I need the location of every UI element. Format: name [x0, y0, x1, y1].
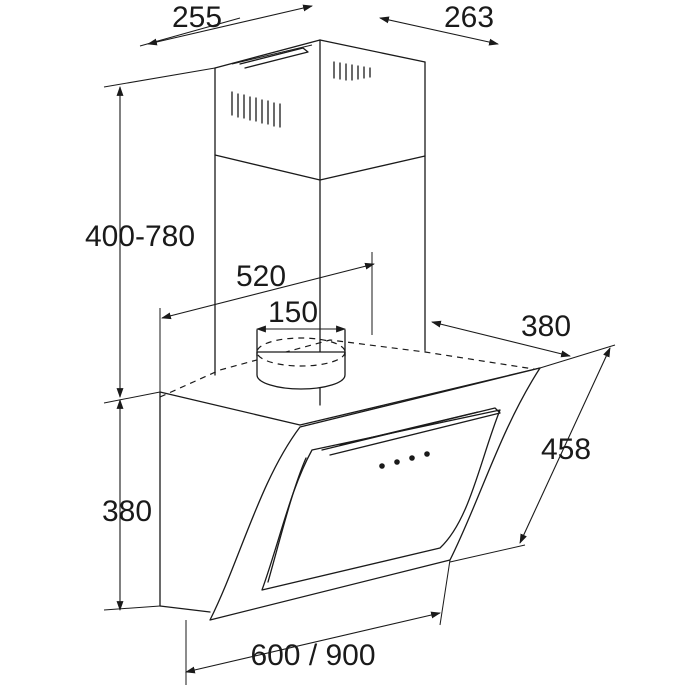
- dim-chimney-depth: 255: [172, 1, 222, 34]
- dim-hood-depth: 380: [521, 310, 571, 343]
- control-button-4: [424, 451, 430, 457]
- glass-panel: [209, 367, 541, 621]
- outlet-collar: [256, 329, 346, 390]
- control-button-1: [379, 463, 385, 469]
- dim-outlet-diameter: 150: [268, 296, 318, 329]
- dimension-lines: [103, 4, 616, 685]
- dim-chimney-height-range: 400-780: [85, 220, 195, 253]
- dim-hood-width: 600 / 900: [250, 639, 375, 672]
- dim-chimney-width: 263: [444, 1, 494, 34]
- control-buttons: [379, 451, 430, 469]
- control-button-3: [409, 455, 415, 461]
- hood-body: [159, 339, 541, 621]
- dim-hood-height: 380: [102, 495, 152, 528]
- vent-slots-back: [333, 61, 371, 81]
- vent-slots-left: [231, 91, 281, 128]
- control-button-2: [394, 459, 400, 465]
- dim-duct-spacing: 520: [236, 260, 286, 293]
- chimney-upper-section: [214, 39, 426, 181]
- dimension-labels: 255 263 400-780 520 150 380 458 380 600 …: [85, 1, 591, 672]
- dim-glass-length: 458: [541, 433, 591, 466]
- chimney: [214, 39, 426, 406]
